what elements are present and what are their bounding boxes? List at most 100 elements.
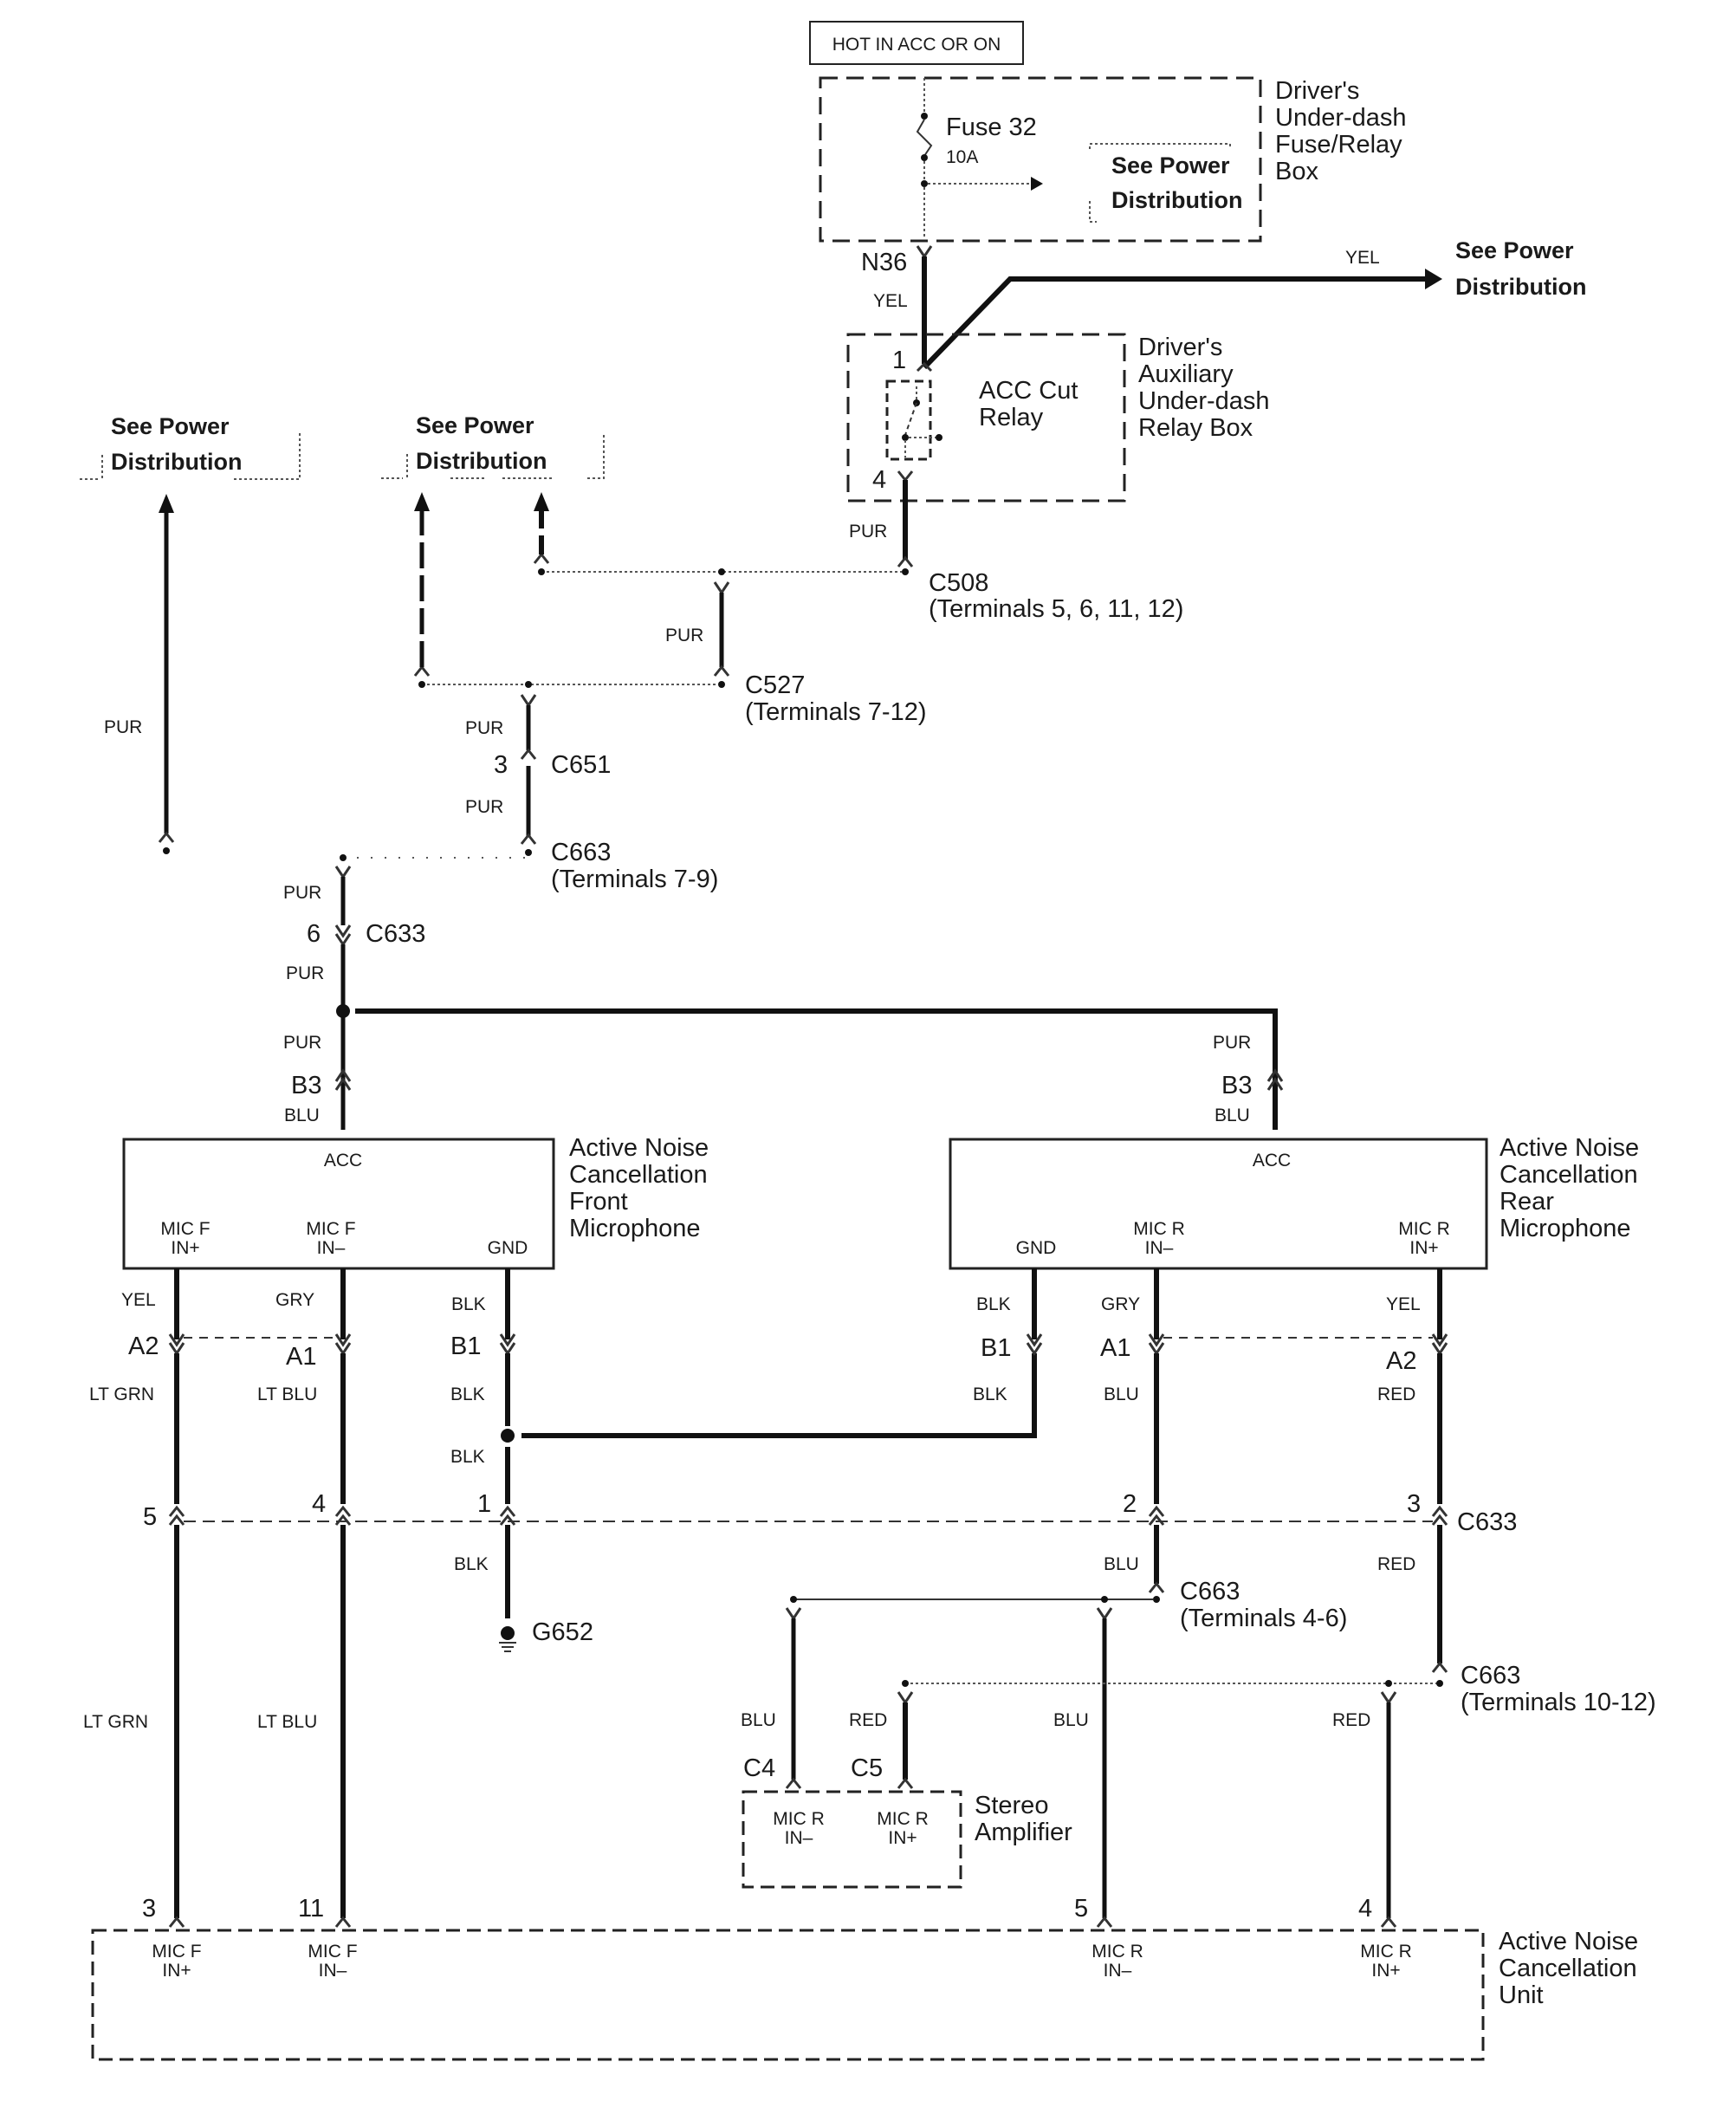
see-power-distribution-left[interactable]: See Power Distribution	[80, 413, 301, 480]
svg-text:1: 1	[477, 1490, 491, 1518]
svg-text:Distribution[interactable]: Distribution	[1455, 274, 1586, 300]
svg-text:C4: C4	[743, 1754, 775, 1782]
svg-text:Fuse 32: Fuse 32	[946, 113, 1037, 141]
ground-g652: G652	[499, 1618, 593, 1652]
svg-text:Relay Box: Relay Box	[1138, 414, 1253, 442]
svg-text:IN–: IN–	[785, 1828, 813, 1848]
svg-text:3: 3	[1407, 1490, 1421, 1518]
svg-text:C633: C633	[1457, 1508, 1517, 1536]
svg-text:MIC R: MIC R	[1091, 1942, 1143, 1962]
svg-text:(Terminals 7-12): (Terminals 7-12)	[745, 698, 927, 726]
arrow-up-icon	[534, 492, 549, 511]
anc-unit-pins: 3 11 5 4	[142, 1895, 1397, 1928]
connector-c663-mid: C663 (Terminals 4-6)	[1148, 1578, 1347, 1632]
wire-blk-rear-gnd	[521, 1353, 1037, 1438]
svg-text:PUR: PUR	[283, 1033, 321, 1053]
svg-text:BLU: BLU	[1104, 1384, 1139, 1404]
svg-text:B1: B1	[981, 1334, 1011, 1362]
svg-text:C663: C663	[1461, 1662, 1520, 1689]
svg-text:Distribution[interactable]: Distribution	[416, 448, 547, 474]
svg-text:YEL: YEL	[1386, 1294, 1421, 1314]
svg-text:MIC R: MIC R	[1360, 1942, 1412, 1962]
svg-text:LT BLU: LT BLU	[257, 1712, 317, 1732]
svg-text:BLK: BLK	[973, 1384, 1007, 1404]
svg-text:Stereo: Stereo	[975, 1792, 1048, 1819]
relay-switch-icon	[904, 402, 917, 436]
svg-text:YEL: YEL	[1345, 248, 1380, 268]
svg-text:RED: RED	[849, 1710, 887, 1730]
svg-text:IN–: IN–	[317, 1238, 346, 1258]
connector-n36: N36 YEL	[861, 245, 933, 311]
connector-c663-low: C663 (Terminals 10-12)	[1431, 1661, 1656, 1716]
wire-pur-to-rear-mic	[355, 1008, 1278, 1130]
svg-text:BLK: BLK	[451, 1294, 486, 1314]
svg-text:PUR: PUR	[465, 797, 503, 817]
svg-text:See Power[interactable]: See Power	[416, 412, 534, 438]
svg-text:MIC F: MIC F	[308, 1942, 357, 1962]
see-power-distribution-mid[interactable]: See Power Distribution	[381, 412, 605, 479]
svg-text:BLK: BLK	[976, 1294, 1011, 1314]
svg-text:BLK: BLK	[450, 1384, 485, 1404]
svg-text:Active Noise: Active Noise	[569, 1134, 709, 1162]
svg-text:Front: Front	[569, 1188, 628, 1216]
svg-text:C663: C663	[551, 839, 611, 866]
svg-text:4: 4	[312, 1490, 326, 1518]
svg-text:4: 4	[1358, 1895, 1372, 1923]
svg-text:IN–: IN–	[1145, 1238, 1174, 1258]
connector-c633-bottom: 5 4 1 2 3 C633	[143, 1490, 1517, 1536]
svg-text:IN+: IN+	[888, 1828, 917, 1848]
svg-text:Amplifier: Amplifier	[975, 1819, 1072, 1846]
svg-text:BLU: BLU	[284, 1106, 320, 1125]
svg-text:GND: GND	[488, 1238, 528, 1258]
svg-text:Cancellation: Cancellation	[1500, 1161, 1638, 1189]
svg-text:MIC R: MIC R	[773, 1809, 825, 1829]
svg-text:Driver's: Driver's	[1275, 77, 1359, 105]
svg-text:3: 3	[494, 751, 508, 779]
svg-text:Fuse/Relay: Fuse/Relay	[1275, 131, 1402, 159]
svg-text:B1: B1	[450, 1333, 481, 1360]
svg-text:MIC F: MIC F	[160, 1219, 210, 1239]
svg-text:See Power[interactable]: See Power	[111, 413, 230, 439]
connector-c508: C508 (Terminals 5, 6, 11, 12)	[897, 555, 1183, 623]
svg-text:GRY: GRY	[275, 1290, 314, 1310]
svg-text:(Terminals 4-6): (Terminals 4-6)	[1180, 1605, 1347, 1632]
arrow-right-icon	[1425, 269, 1442, 289]
splice-junction	[336, 1004, 350, 1018]
svg-text:Under-dash: Under-dash	[1275, 104, 1407, 132]
svg-text:C663: C663	[1180, 1578, 1240, 1605]
arrow-up-icon	[159, 494, 174, 513]
svg-text:BLK: BLK	[450, 1447, 485, 1467]
svg-text:A1: A1	[286, 1343, 316, 1371]
svg-text:ACC Cut: ACC Cut	[979, 377, 1078, 405]
svg-text:YEL: YEL	[873, 291, 908, 311]
svg-text:LT BLU: LT BLU	[257, 1384, 317, 1404]
svg-text:IN–: IN–	[319, 1961, 347, 1981]
aux-relay-box: Driver's Auxiliary Under-dash Relay Box …	[846, 333, 1270, 503]
svg-text:B3: B3	[1221, 1072, 1252, 1099]
svg-text:PUR: PUR	[465, 718, 503, 738]
svg-text:4: 4	[872, 466, 886, 494]
front-microphone: ACC MIC F IN+ MIC F IN– GND Active Noise…	[122, 1134, 709, 1270]
svg-text:GND: GND	[1016, 1238, 1057, 1258]
svg-text:RED: RED	[1377, 1384, 1415, 1404]
svg-text:C651: C651	[551, 751, 611, 779]
svg-text:5: 5	[143, 1503, 157, 1531]
svg-text:MIC R: MIC R	[1398, 1219, 1450, 1239]
ground-icon	[499, 1642, 516, 1652]
svg-text:Distribution[interactable]: Distribution	[1111, 187, 1242, 213]
svg-text:N36: N36	[861, 249, 907, 276]
svg-text:ACC: ACC	[324, 1151, 362, 1170]
svg-text:C527: C527	[745, 671, 805, 699]
fuse-relay-box: Driver's Under-dash Fuse/Relay Box Fuse …	[819, 76, 1407, 243]
svg-text:Distribution[interactable]: Distribution	[111, 449, 242, 475]
svg-text:BLU: BLU	[1215, 1106, 1250, 1125]
svg-text:PUR: PUR	[849, 522, 887, 541]
svg-text:MIC R: MIC R	[877, 1809, 929, 1829]
see-power-distribution-link[interactable]: See Power	[1111, 152, 1230, 178]
see-power-distribution-link[interactable]: See Power	[1455, 237, 1574, 263]
wire-yel-branch	[922, 276, 1428, 370]
svg-text:BLU: BLU	[1104, 1554, 1139, 1574]
svg-text:IN+: IN+	[171, 1238, 199, 1258]
svg-text:PUR: PUR	[104, 717, 142, 737]
svg-text:11: 11	[298, 1895, 324, 1923]
